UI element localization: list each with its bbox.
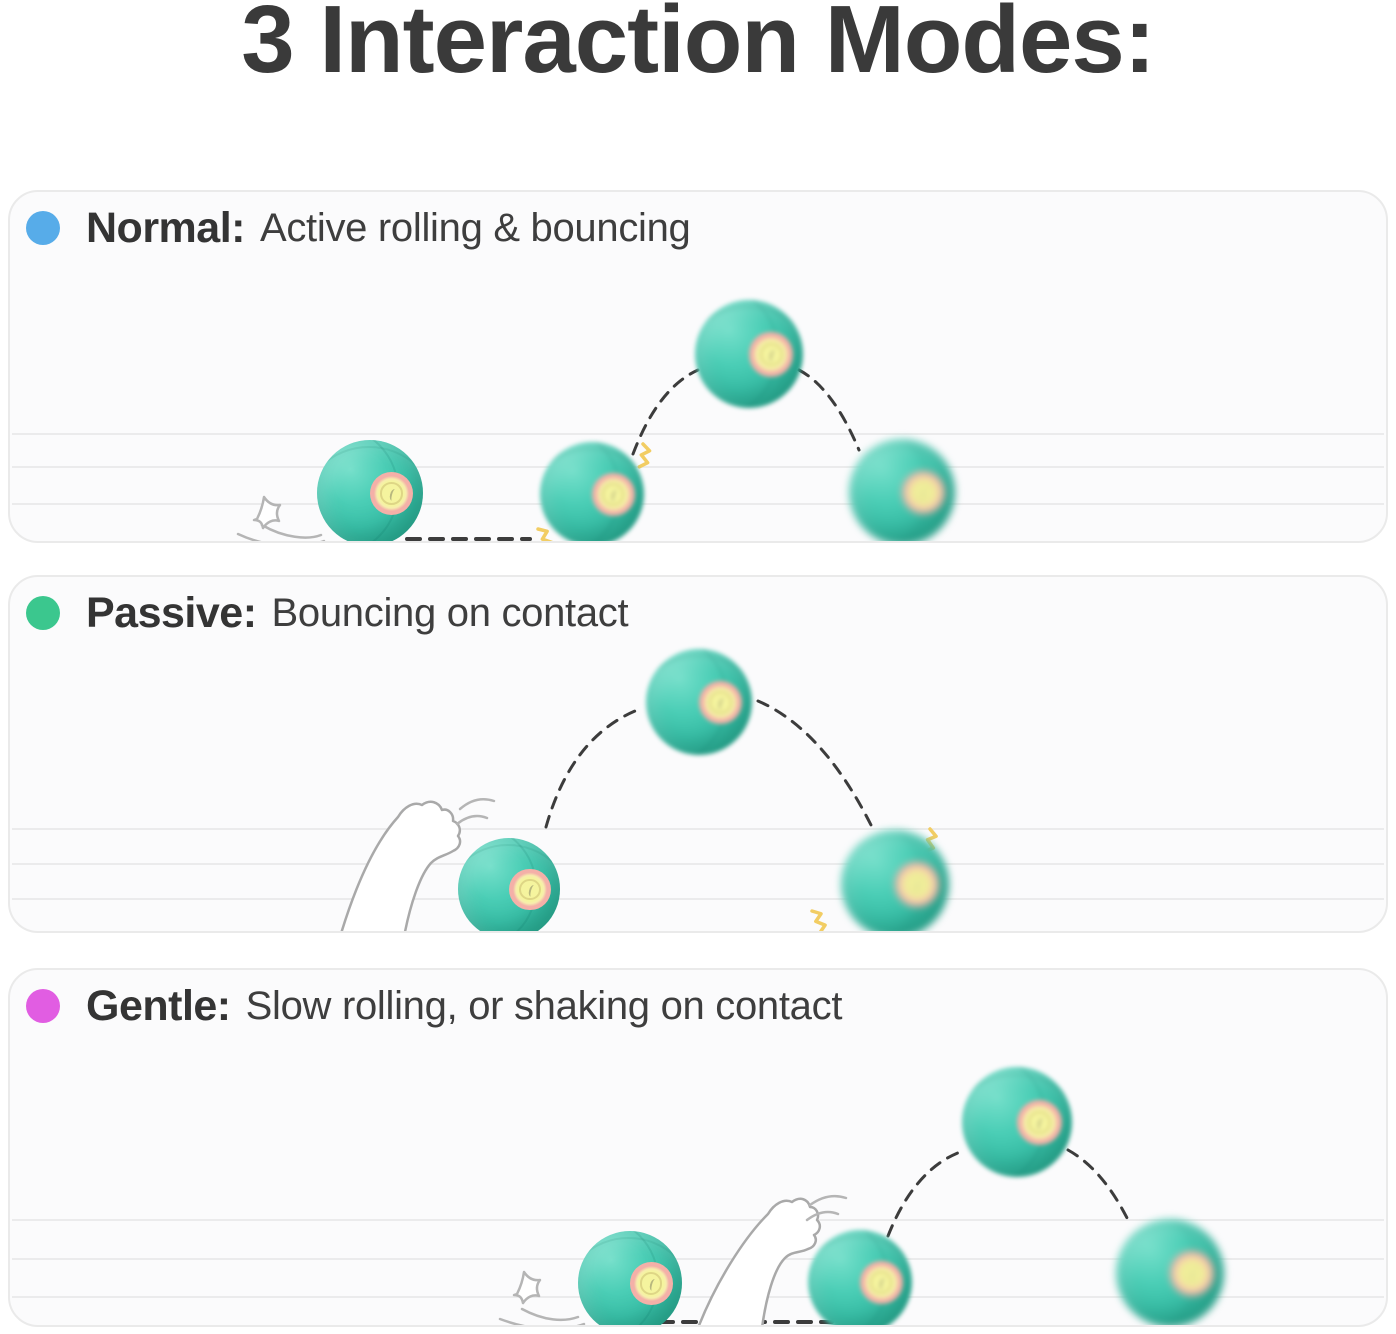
pet-ball-ghost: [646, 649, 752, 755]
mode-panel-normal: Normal: Active rolling & bouncing: [8, 190, 1388, 543]
pet-ball-ghost: [1116, 1219, 1224, 1325]
pet-ball-ghost: [962, 1067, 1072, 1177]
pet-ball: [578, 1231, 682, 1325]
vibration-squiggle-icon: [810, 909, 827, 931]
pet-ball-ghost: [540, 442, 644, 541]
trajectory-arc: [631, 368, 700, 456]
scene-normal: [12, 368, 1384, 541]
ball-led-eye: [860, 1261, 903, 1304]
motion-lines-icon: [805, 1210, 840, 1222]
motion-swoosh-icon: [498, 1317, 586, 1325]
mode-description: Active rolling & bouncing: [259, 205, 691, 250]
trajectory-arc: [756, 699, 874, 829]
mode-color-dot: [26, 211, 60, 245]
cat-paw-icon: [697, 1197, 822, 1325]
pet-ball: [317, 440, 423, 541]
ball-led-eye: [370, 471, 414, 516]
motion-lines-icon: [455, 814, 489, 826]
mode-description: Slow rolling, or shaking on contact: [245, 983, 843, 1028]
mode-label: Gentle:: [86, 981, 231, 1030]
ball-led-eye: [1017, 1100, 1063, 1146]
mode-panel-gentle: Gentle: Slow rolling, or shaking on cont…: [8, 968, 1388, 1327]
ball-led-eye: [902, 470, 946, 515]
trajectory-arc: [886, 1150, 962, 1238]
ball-led-eye: [699, 680, 743, 725]
ball-led-eye: [509, 868, 551, 911]
impact-puff-icon: [512, 1270, 542, 1305]
trajectory-arc: [544, 707, 642, 829]
mode-color-dot: [26, 596, 60, 630]
motion-swoosh-icon: [236, 532, 326, 541]
motion-lines-icon: [808, 1194, 848, 1207]
ball-led-eye: [749, 332, 794, 377]
mode-header-passive: Passive: Bouncing on contact: [26, 585, 629, 641]
trajectory-arc: [1066, 1148, 1132, 1226]
mode-color-dot: [26, 989, 60, 1023]
pet-ball-ghost: [849, 439, 955, 541]
mode-header-normal: Normal: Active rolling & bouncing: [26, 200, 691, 256]
ball-led-eye: [630, 1262, 673, 1305]
trajectory-arc: [797, 368, 861, 452]
vibration-squiggle-icon: [637, 442, 652, 469]
cat-paw-icon: [340, 800, 462, 931]
pet-ball-ghost: [695, 300, 803, 408]
page-title: 3 Interaction Modes:: [241, 0, 1155, 93]
pet-ball: [458, 838, 560, 931]
ball-led-eye: [592, 473, 635, 516]
pet-ball-ghost: [808, 1230, 912, 1325]
mode-description: Bouncing on contact: [271, 590, 629, 635]
ball-led-eye: [1170, 1251, 1215, 1296]
ball-led-eye: [895, 862, 940, 907]
mode-header-gentle: Gentle: Slow rolling, or shaking on cont…: [26, 978, 842, 1034]
mode-panel-passive: Passive: Bouncing on contact: [8, 575, 1388, 933]
pet-ball-ghost: [841, 830, 949, 931]
mode-label: Passive:: [86, 588, 257, 637]
impact-puff-icon: [252, 495, 282, 530]
scene-passive: [12, 699, 1384, 931]
motion-swoosh-icon: [520, 1307, 580, 1322]
motion-lines-icon: [458, 798, 496, 811]
mode-label: Normal:: [86, 203, 245, 252]
motion-swoosh-icon: [260, 523, 323, 539]
